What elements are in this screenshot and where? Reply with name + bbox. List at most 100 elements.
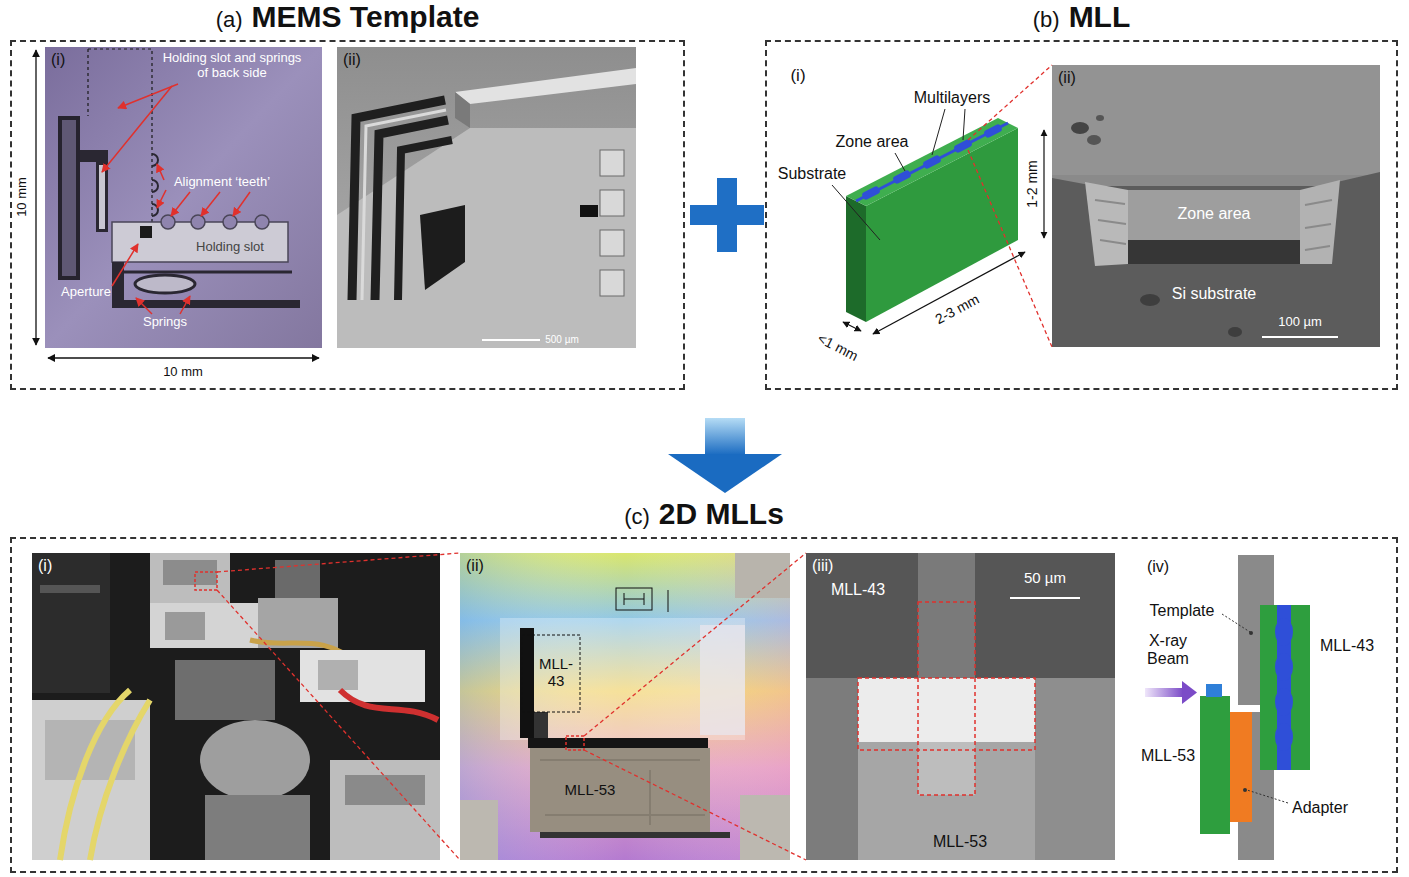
part-label: Adapter — [1292, 799, 1348, 817]
beamline-photo — [150, 553, 230, 603]
mll-block — [846, 118, 1018, 206]
beamline-photo — [300, 650, 425, 702]
dimension-line — [1043, 130, 1044, 238]
assembly-schematic — [1275, 723, 1293, 751]
beamline-photo — [32, 553, 440, 860]
sem-image — [1035, 678, 1115, 860]
dimension-line — [843, 130, 1044, 334]
part-label: Multilayers — [914, 89, 990, 107]
image-panel: (i) — [45, 47, 322, 348]
zoom-line — [584, 750, 806, 860]
chip-photo — [460, 800, 498, 860]
sem-image — [1262, 336, 1338, 338]
panel-heading: (a) MEMS Template — [0, 0, 785, 36]
sem-image — [806, 553, 1115, 860]
beamline-photo — [90, 700, 150, 860]
panel-letter: (a) — [216, 1, 243, 39]
chip-photo — [460, 553, 790, 860]
beamline-photo — [205, 795, 310, 860]
subpanel-tag: (iv) — [1147, 558, 1169, 576]
template-photo — [255, 215, 269, 229]
sem-image — [858, 678, 1035, 742]
sem-image — [918, 553, 975, 680]
part-label: Template — [1150, 602, 1215, 620]
panel-title: MEMS Template — [252, 0, 480, 36]
assembly-schematic — [1260, 605, 1310, 770]
assembly-schematic — [1145, 688, 1183, 697]
sem-image — [600, 190, 624, 216]
assembly-schematic — [1200, 696, 1230, 834]
part-label: Holding slot — [196, 240, 264, 255]
mll-block — [953, 138, 973, 153]
part-label: Substrate — [778, 165, 846, 183]
zoom-line — [217, 553, 460, 572]
template-photo — [140, 226, 152, 238]
part-label: MLL-53 — [933, 833, 987, 851]
chip-photo — [566, 736, 584, 750]
part-label: MLL-53 — [565, 781, 616, 798]
chip-photo — [460, 553, 790, 860]
subpanel-tag: (ii) — [1058, 68, 1076, 87]
subpanel-tag: (ii) — [466, 556, 484, 575]
flow-arrow — [705, 418, 745, 455]
beamline-photo — [195, 572, 217, 590]
sem-image — [1228, 327, 1242, 337]
assembly-schematic — [1249, 631, 1253, 635]
callout-label: Aperture — [61, 285, 111, 300]
template-photo — [45, 47, 322, 348]
template-photo — [58, 116, 80, 280]
template-photo — [124, 271, 292, 274]
sem-image — [420, 205, 465, 290]
part-label: MLL-43 — [1320, 637, 1374, 655]
image-panel: (ii) — [460, 553, 790, 860]
panel-letter: (b) — [1033, 1, 1060, 39]
template-photo — [62, 120, 76, 276]
sem-image — [806, 678, 858, 860]
template-photo — [191, 215, 205, 229]
beamline-photo — [40, 585, 100, 593]
dimension-line — [873, 252, 1025, 334]
beamline-photo — [165, 612, 205, 640]
subpanel-tag: (ii) — [343, 50, 361, 69]
figure-panel: (c)2D MLLs(i)(ii)(iii) — [10, 537, 1398, 873]
template-photo — [80, 150, 108, 232]
assembly-schematic — [1145, 555, 1310, 860]
zoom-line — [217, 65, 1052, 860]
assembly-schematic — [1228, 712, 1252, 822]
mll-block — [983, 123, 1003, 138]
dimension-line — [36, 50, 319, 358]
zoom-line — [217, 590, 460, 860]
assembly-schematic — [1243, 788, 1247, 792]
assembly-schematic — [1275, 688, 1293, 716]
scale-label: 50 µm — [1024, 569, 1066, 586]
assembly-schematic — [1182, 681, 1197, 704]
part-label: X-ray Beam — [1140, 632, 1196, 669]
mll-block — [846, 196, 866, 322]
chip-photo — [528, 738, 708, 748]
callout-arrow — [201, 192, 220, 216]
part-label: Si substrate — [1172, 285, 1256, 303]
beamline-photo — [32, 553, 440, 860]
template-photo — [99, 165, 105, 229]
figure-panel: (b)MLL(ii) — [765, 40, 1398, 390]
beamline-photo — [330, 760, 440, 860]
beamline-photo — [175, 660, 275, 720]
beamline-photo — [32, 553, 110, 693]
beamline-photo — [32, 700, 150, 860]
callout-arrow — [180, 296, 190, 314]
chip-photo — [540, 832, 730, 838]
chip-photo — [700, 625, 745, 735]
sem-image — [1096, 115, 1104, 121]
assembly-schematic — [1206, 684, 1222, 697]
zoom-line — [968, 150, 1052, 347]
sem-image — [1010, 597, 1080, 599]
plus-sign — [717, 178, 737, 252]
sem-image — [580, 205, 598, 217]
beamline-photo — [345, 775, 425, 805]
mll-block — [892, 169, 912, 184]
sem-image — [1128, 240, 1300, 264]
image-panel: (i) — [32, 553, 440, 860]
assembly-schematic — [1275, 618, 1293, 646]
template-photo — [223, 215, 237, 229]
